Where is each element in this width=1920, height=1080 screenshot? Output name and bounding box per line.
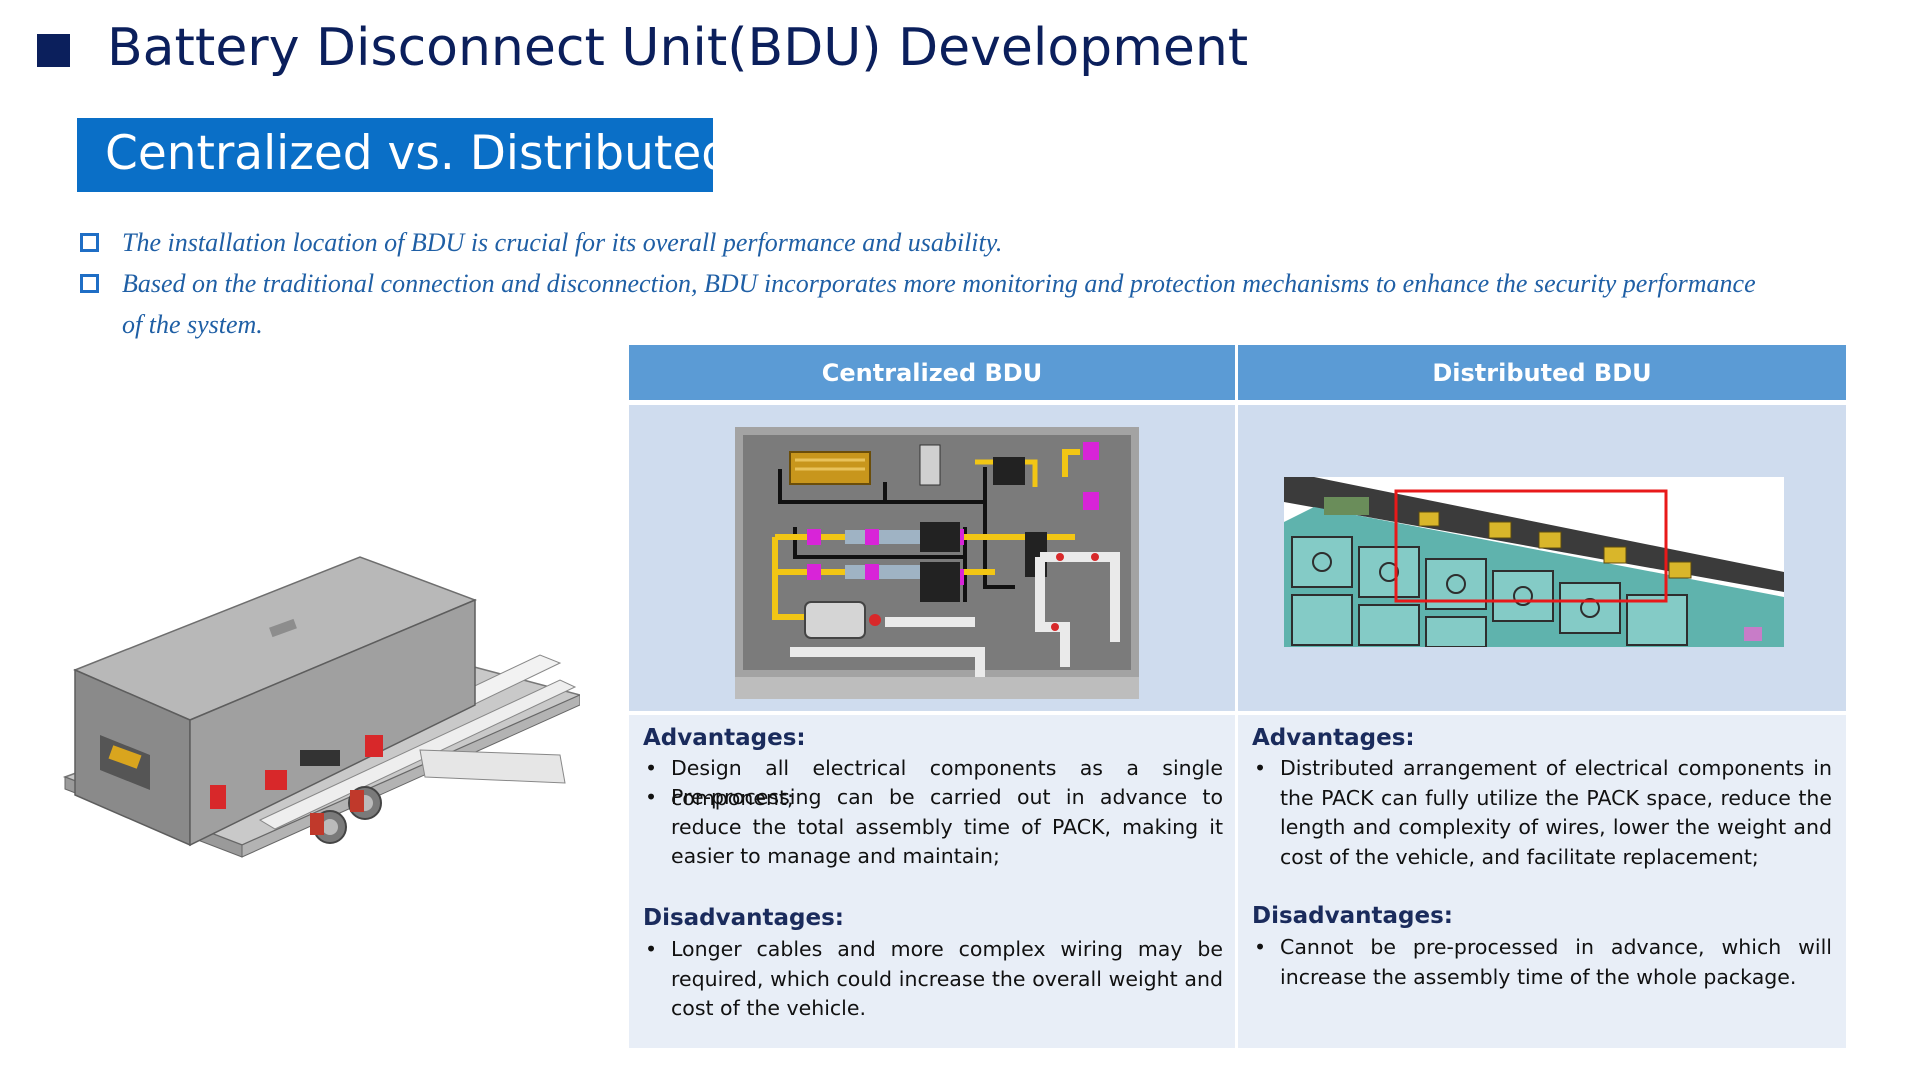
advantages-heading: Advantages: <box>1252 725 1415 751</box>
bdu-enclosure-illustration <box>62 556 580 858</box>
header-centralized: Centralized BDU <box>629 345 1235 400</box>
list-item: • Design all electrical components as a … <box>643 754 1223 813</box>
square-bullet-icon <box>80 274 99 293</box>
disadvantages-heading: Disadvantages: <box>1252 903 1454 929</box>
disadvantage-text: Longer cables and more complex wiring ma… <box>671 937 1223 1020</box>
centralized-image-cell <box>629 405 1235 711</box>
distributed-bdu-layout-diagram <box>1284 477 1784 647</box>
title-marker <box>37 34 70 67</box>
advantages-heading: Advantages: <box>643 725 806 751</box>
header-distributed: Distributed BDU <box>1238 345 1846 400</box>
bullet-text: Based on the traditional connection and … <box>122 269 1756 339</box>
distributed-text-cell: Advantages: • Distributed arrangement of… <box>1238 715 1846 1048</box>
bullet-item: The installation location of BDU is cruc… <box>80 222 1780 263</box>
centralized-bdu-layout-diagram <box>735 427 1139 699</box>
bullet-dot-icon: • <box>1254 935 1267 959</box>
bullet-dot-icon: • <box>645 937 658 961</box>
bullet-dot-icon: • <box>645 756 658 780</box>
distributed-image-cell <box>1238 405 1846 711</box>
advantage-text: Distributed arrangement of electrical co… <box>1280 756 1832 869</box>
bullet-dot-icon: • <box>645 785 658 809</box>
bullet-item: Based on the traditional connection and … <box>80 263 1780 345</box>
intro-bullets: The installation location of BDU is cruc… <box>80 222 1780 345</box>
list-item: • Distributed arrangement of electrical … <box>1252 754 1832 872</box>
bullet-dot-icon: • <box>1254 756 1267 780</box>
comparison-table: Centralized BDU Distributed BDU <box>629 345 1846 1048</box>
centralized-text-cell: Advantages: • Design all electrical comp… <box>629 715 1235 1048</box>
slide-title: Battery Disconnect Unit(BDU) Development <box>107 18 1249 78</box>
disadvantages-heading: Disadvantages: <box>643 905 845 931</box>
square-bullet-icon <box>80 233 99 252</box>
bullet-text: The installation location of BDU is cruc… <box>122 228 1003 257</box>
advantage-text: Pre-processing can be carried out in adv… <box>671 785 1223 868</box>
list-item: • Longer cables and more complex wiring … <box>643 935 1223 1024</box>
subtitle-text: Centralized vs. Distributed <box>105 126 732 181</box>
disadvantage-text: Cannot be pre-processed in advance, whic… <box>1280 935 1832 989</box>
advantage-text: Design all electrical components as a si… <box>671 756 1223 810</box>
subtitle-banner: Centralized vs. Distributed <box>77 118 731 192</box>
list-item: • Cannot be pre-processed in advance, wh… <box>1252 933 1832 992</box>
list-item: • Pre-processing can be carried out in a… <box>643 783 1223 872</box>
